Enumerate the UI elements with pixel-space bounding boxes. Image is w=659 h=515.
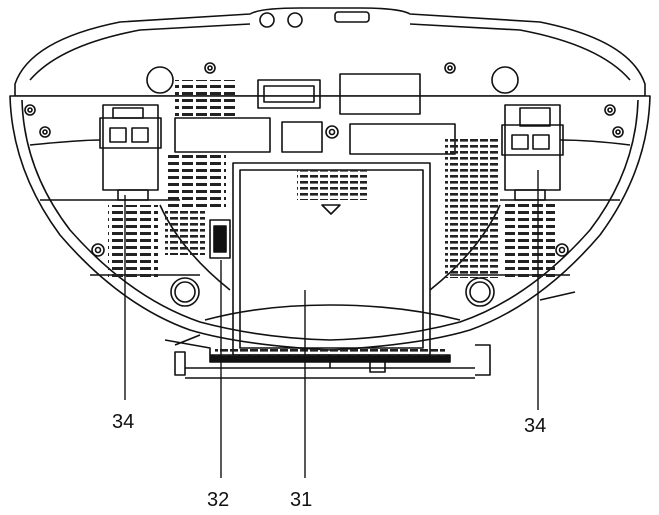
callout-handle-left: 34 — [112, 411, 134, 433]
switch — [209, 219, 231, 259]
foot-top-left — [146, 66, 174, 94]
callout-switch: 32 — [207, 489, 229, 511]
handle-left — [99, 104, 162, 201]
callout-handle-right: 34 — [524, 415, 546, 437]
foot-top-right — [491, 66, 519, 94]
callout-battery-cover: 31 — [290, 489, 312, 511]
handle-right — [501, 104, 564, 201]
device-top-rim — [14, 7, 646, 97]
screws — [24, 62, 624, 257]
foot-bottom-left — [170, 277, 200, 307]
vent-slots — [108, 80, 555, 356]
